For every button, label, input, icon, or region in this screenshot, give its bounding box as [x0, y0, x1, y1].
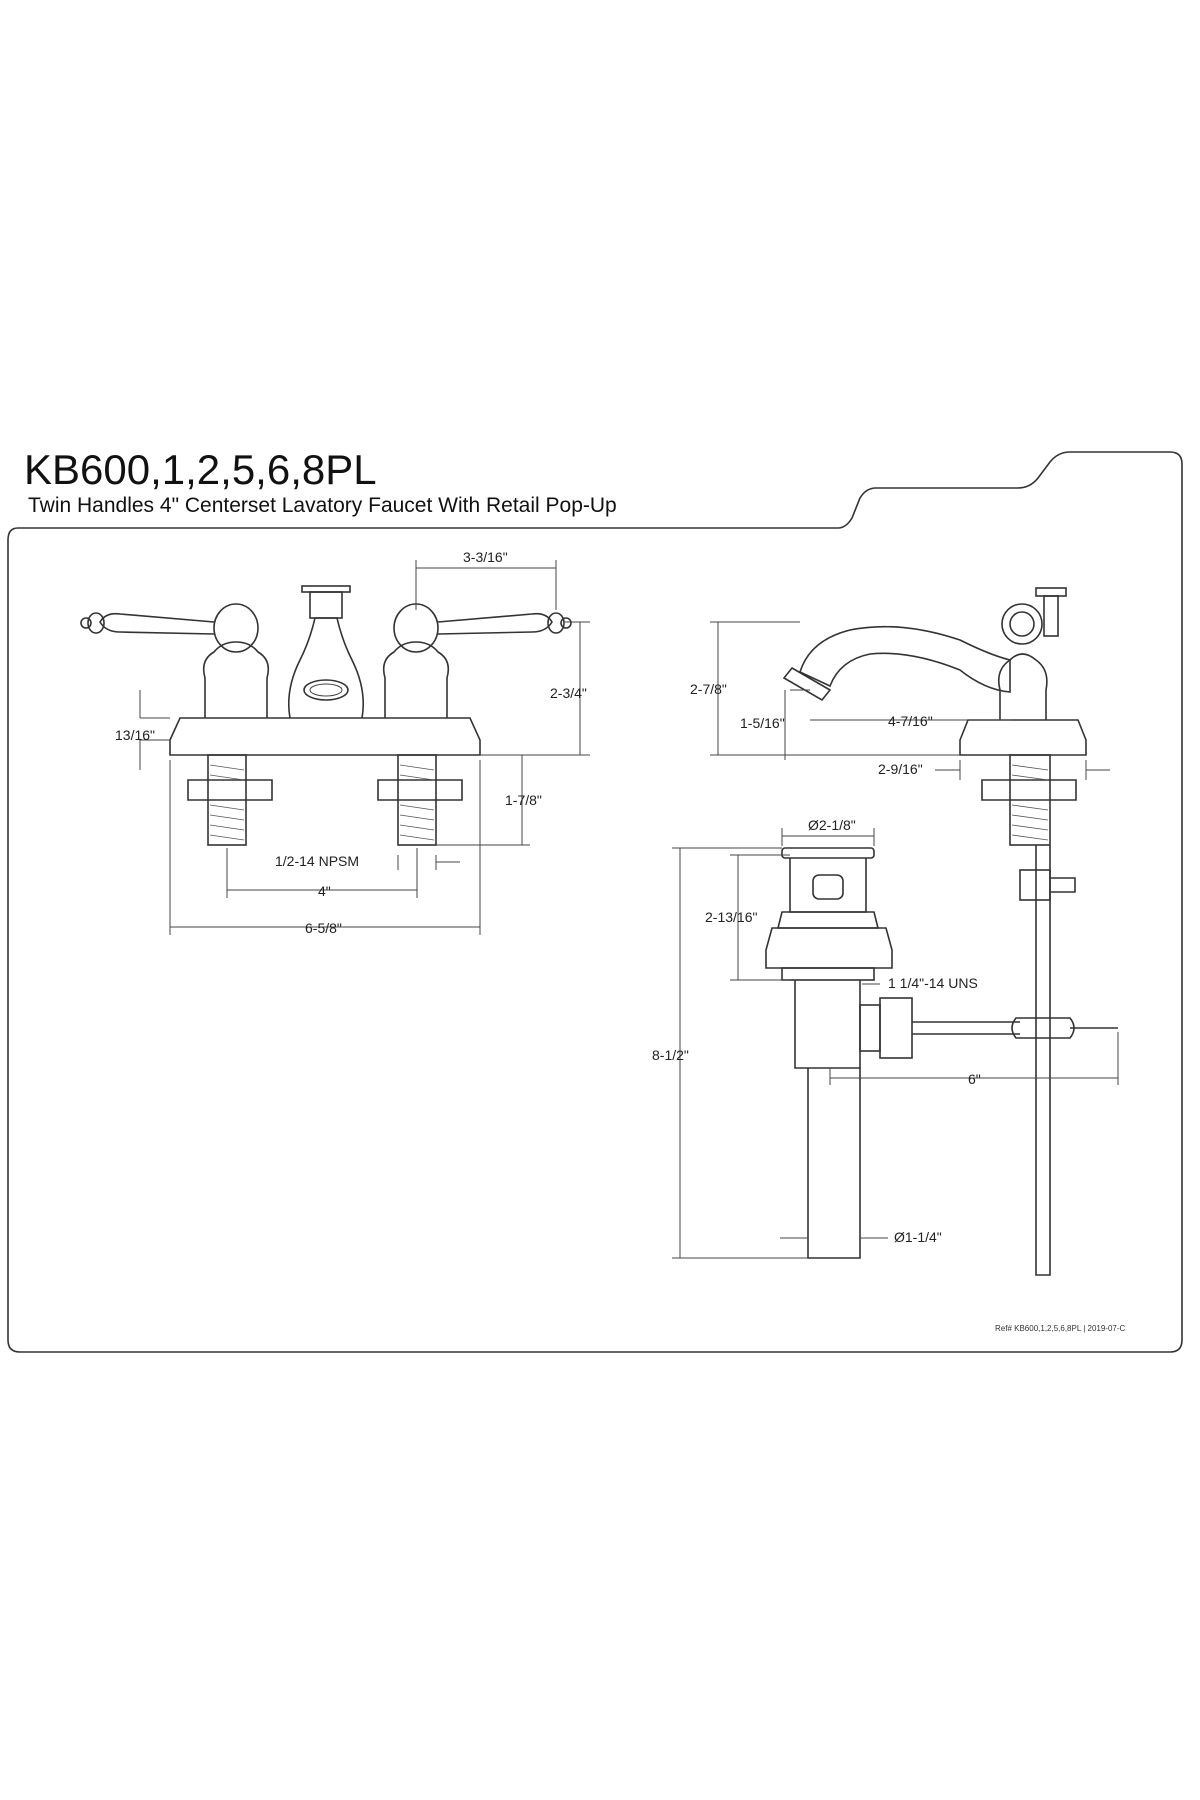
tailpiece — [807, 1068, 861, 1259]
dim-flange-dia: Ø2-1/8" — [808, 817, 856, 833]
dim-deck-thickness: 13/16" — [115, 727, 155, 743]
dim-aerator-height: 1-5/16" — [740, 715, 785, 731]
dim-thread: 1/2-14 NPSM — [275, 853, 359, 869]
side-deck — [959, 719, 1087, 756]
front-view: 3-3/16" 2-3/4" 13/16" 1-7/8" 1/2-14 NPSM… — [80, 549, 590, 936]
lift-rod — [1035, 845, 1051, 1276]
dim-overall-width: 6-5/8" — [305, 920, 342, 936]
dim-height: 2-3/4" — [550, 685, 587, 701]
left-handle — [202, 641, 270, 718]
product-subtitle: Twin Handles 4" Centerset Lavatory Fauce… — [28, 494, 617, 517]
left-shank — [187, 754, 273, 846]
drawing-frame — [7, 451, 1183, 1353]
dim-center: 4" — [318, 883, 331, 899]
dim-spout-height: 2-7/8" — [690, 681, 727, 697]
right-handle — [382, 641, 450, 718]
revision-note: Ref# KB600,1,2,5,6,8PL | 2019-07-C — [995, 1324, 1126, 1333]
dim-rod-length: 6" — [968, 1071, 981, 1087]
side-view: 2-7/8" 1-5/16" 4-7/16" 2-9/16" — [690, 587, 1110, 1276]
side-spout — [799, 625, 1011, 693]
dim-base-depth: 2-9/16" — [878, 761, 923, 777]
deck-plate — [169, 717, 481, 756]
side-handle — [997, 653, 1048, 720]
spout — [287, 617, 365, 719]
dim-drain-thread: 1 1/4"-14 UNS — [888, 975, 978, 991]
dim-spout-reach: 4-7/16" — [888, 713, 933, 729]
dim-overall-length: 8-1/2" — [652, 1047, 689, 1063]
dim-shank-length: 1-7/8" — [505, 792, 542, 808]
dim-flange-height: 2-13/16" — [705, 909, 757, 925]
model-title: KB600,1,2,5,6,8PL — [24, 446, 377, 493]
right-shank — [377, 754, 463, 846]
popup-drain: Ø2-1/8" 2-13/16" 1 1/4"-14 UNS 8-1/2" 6"… — [652, 817, 1119, 1259]
dim-handle-reach: 3-3/16" — [463, 549, 508, 565]
dim-tailpiece-dia: Ø1-1/4" — [894, 1229, 942, 1245]
